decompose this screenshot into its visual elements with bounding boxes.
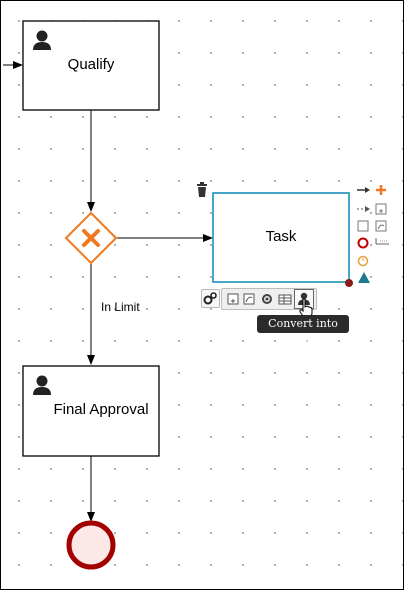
- subprocess-icon[interactable]: [226, 292, 240, 311]
- user-icon: [33, 375, 51, 395]
- final-approval-label: Final Approval: [53, 401, 149, 418]
- add-icon[interactable]: [376, 185, 386, 195]
- sequence-arrow-icon[interactable]: [357, 187, 370, 193]
- gears-icon[interactable]: [201, 289, 220, 308]
- hand-cursor-icon: [299, 298, 313, 318]
- task-label: Task: [265, 228, 297, 245]
- task-box[interactable]: [212, 192, 350, 283]
- end-circle-icon[interactable]: [357, 237, 369, 249]
- script-icon[interactable]: [242, 292, 256, 311]
- dashed-arrow-icon[interactable]: [357, 206, 370, 212]
- timer-icon[interactable]: [357, 255, 369, 267]
- user-icon: [33, 30, 51, 50]
- in-limit-label: In Limit: [101, 300, 140, 314]
- timeline-icon[interactable]: [375, 238, 389, 245]
- service-gear-icon[interactable]: [260, 292, 274, 311]
- triangle-icon[interactable]: [358, 272, 370, 283]
- trash-icon[interactable]: [197, 182, 207, 197]
- exclusive-gateway[interactable]: [64, 211, 118, 265]
- task-square-icon[interactable]: [357, 220, 369, 232]
- end-event[interactable]: [66, 520, 116, 570]
- table-icon[interactable]: [278, 292, 292, 311]
- resize-handle[interactable]: [345, 279, 353, 287]
- palette: [357, 185, 389, 283]
- tooltip: Convert into User: [257, 315, 349, 348]
- qualify-label: Qualify: [67, 56, 115, 73]
- script-icon[interactable]: [375, 220, 387, 232]
- x-icon: [82, 229, 100, 247]
- subprocess-icon[interactable]: [375, 203, 387, 215]
